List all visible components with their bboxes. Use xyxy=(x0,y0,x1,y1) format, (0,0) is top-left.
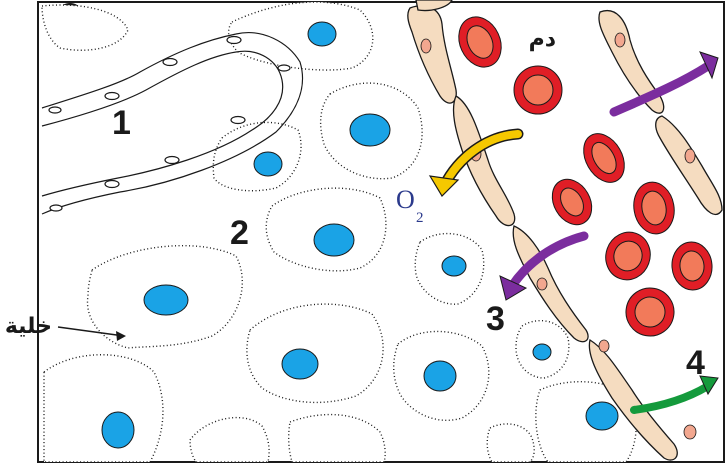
tissue-cell xyxy=(190,418,269,462)
cell-nucleus xyxy=(102,412,134,448)
endothelial-nucleus xyxy=(163,59,177,66)
endothelial-nucleus xyxy=(105,181,119,188)
cell-nucleus xyxy=(586,402,618,430)
tissue-cell xyxy=(247,304,383,402)
label-region-2: 2 xyxy=(230,214,249,252)
endothelial-nucleus xyxy=(599,340,609,352)
red-blood-cell xyxy=(622,284,678,340)
green-curved-arrow-icon xyxy=(634,376,718,410)
label-region-1: 1 xyxy=(112,104,131,142)
label-oxygen-subscript: 2 xyxy=(416,210,424,226)
endothelial-nucleus xyxy=(278,65,290,71)
tissue-cell xyxy=(487,424,534,462)
label-oxygen: O xyxy=(396,185,415,214)
endothelial-nucleus xyxy=(685,149,695,163)
endothelial-nucleus xyxy=(537,278,547,290)
cell-nucleus xyxy=(282,349,318,379)
tissue-cell xyxy=(289,415,386,462)
red-blood-cell xyxy=(670,240,714,291)
red-blood-cell xyxy=(544,172,599,232)
red-blood-cell xyxy=(451,10,509,74)
red-blood-cell xyxy=(599,226,657,286)
cell-nucleus xyxy=(308,22,336,46)
cell-nucleus xyxy=(350,114,390,146)
endothelial-nucleus xyxy=(49,107,61,113)
endothelial-nucleus xyxy=(105,93,119,100)
label-region-4: 4 xyxy=(686,344,705,382)
cell-nucleus xyxy=(442,256,466,276)
endothelial-nucleus xyxy=(50,205,62,211)
endothelial-nucleus xyxy=(231,117,245,124)
endothelial-nucleus xyxy=(165,157,179,164)
endothelial-cell xyxy=(416,0,452,11)
endothelial-nucleus xyxy=(227,37,241,44)
tissue-cell xyxy=(229,2,373,70)
label-region-3: 3 xyxy=(486,300,505,338)
red-blood-cell xyxy=(514,66,562,114)
cell-nucleus xyxy=(254,152,282,176)
cell-nucleus xyxy=(533,344,551,360)
label-cell: خلية xyxy=(5,313,52,338)
cell-nucleus xyxy=(144,285,188,315)
endothelial-nucleus xyxy=(421,39,431,53)
red-blood-cell xyxy=(575,126,632,189)
cell-nucleus xyxy=(314,224,354,256)
tissue-cell xyxy=(42,5,128,50)
cell-nucleus xyxy=(424,361,456,391)
tissue-cell xyxy=(44,355,163,462)
endothelial-cell xyxy=(408,6,456,103)
endothelial-nucleus xyxy=(684,425,696,439)
label-blood: دم xyxy=(529,26,556,51)
red-blood-cell xyxy=(630,179,678,237)
endothelial-nucleus xyxy=(615,33,625,47)
